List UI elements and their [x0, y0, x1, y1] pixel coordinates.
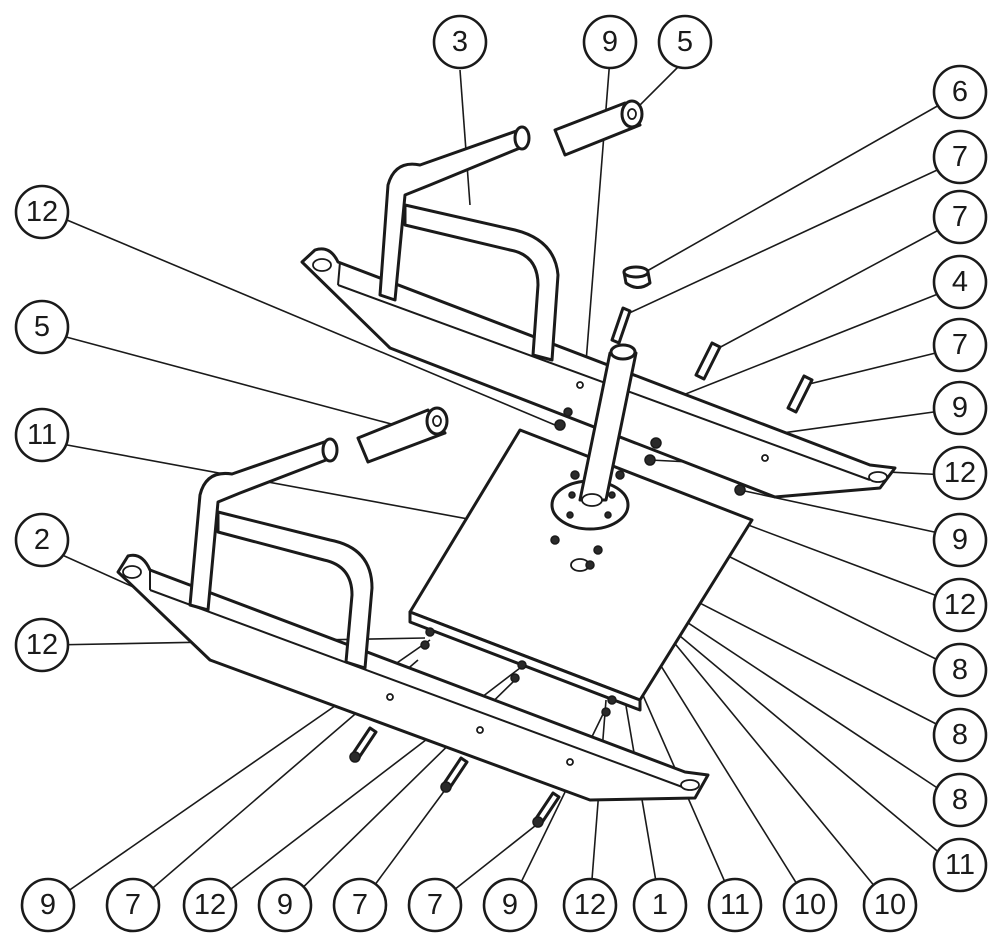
callout-label: 5	[677, 26, 693, 58]
callout-12: 12	[932, 445, 988, 501]
callout-label: 12	[26, 196, 58, 228]
grip-upper	[553, 99, 644, 157]
callout-label: 10	[874, 889, 906, 921]
callout-12: 12	[932, 577, 988, 633]
lower-bolts	[349, 726, 561, 828]
lower-handle	[188, 437, 374, 670]
callout-label: 9	[602, 26, 618, 58]
callout-label: 7	[352, 889, 368, 921]
callout-5: 5	[14, 299, 70, 355]
callout-label: 12	[944, 589, 976, 621]
callout-7: 7	[932, 129, 988, 185]
callout-9: 9	[257, 877, 313, 933]
callout-label: 11	[720, 889, 750, 921]
callout-9: 9	[582, 14, 638, 70]
callout-label: 11	[27, 419, 57, 451]
callout-label: 12	[574, 889, 606, 921]
callout-label: 1	[652, 889, 668, 921]
callout-label: 8	[952, 719, 968, 751]
callout-11: 11	[14, 407, 70, 463]
callout-10: 10	[862, 877, 918, 933]
callout-label: 11	[945, 849, 975, 881]
callout-11: 11	[932, 837, 988, 893]
callout-8: 8	[932, 772, 988, 828]
upper-handle	[378, 125, 560, 362]
callout-label: 12	[944, 457, 976, 489]
callout-label: 7	[952, 201, 968, 233]
callout-1: 1	[632, 877, 688, 933]
callout-7: 7	[332, 877, 388, 933]
callout-12: 12	[182, 877, 238, 933]
callout-label: 3	[452, 26, 468, 58]
grip-lower	[356, 406, 449, 464]
callout-label: 7	[952, 329, 968, 361]
cap-and-bolts-upper	[610, 265, 814, 414]
callout-7: 7	[932, 317, 988, 373]
callout-8: 8	[932, 707, 988, 763]
callout-label: 10	[794, 889, 826, 921]
callout-10: 10	[782, 877, 838, 933]
callout-label: 9	[952, 392, 968, 424]
callout-7: 7	[105, 877, 161, 933]
callout-label: 5	[34, 311, 50, 343]
callout-9: 9	[932, 512, 988, 568]
callout-7: 7	[407, 877, 463, 933]
callout-label: 9	[502, 889, 518, 921]
callout-label: 6	[952, 76, 968, 108]
callout-label: 12	[26, 629, 58, 661]
callout-12: 12	[14, 184, 70, 240]
callout-12: 12	[562, 877, 618, 933]
callout-9: 9	[482, 877, 538, 933]
callout-4: 4	[932, 254, 988, 310]
callout-11: 11	[707, 877, 763, 933]
callout-label: 4	[952, 266, 968, 298]
callout-label: 7	[125, 889, 141, 921]
callout-7: 7	[932, 189, 988, 245]
callout-label: 8	[952, 784, 968, 816]
callout-label: 9	[952, 524, 968, 556]
callout-2: 2	[14, 512, 70, 568]
callout-label: 7	[952, 141, 968, 173]
callout-6: 6	[932, 64, 988, 120]
callout-5: 5	[657, 14, 713, 70]
callout-label: 9	[40, 889, 56, 921]
callout-label: 2	[34, 524, 50, 556]
fasteners	[420, 407, 746, 717]
callout-label: 8	[952, 654, 968, 686]
callout-8: 8	[932, 642, 988, 698]
callout-label: 7	[427, 889, 443, 921]
callout-label: 9	[277, 889, 293, 921]
callout-9: 9	[20, 877, 76, 933]
callouts: 3 9 5 6 7 12 7 5 4 7 11 9 12 2 9 12 12 8…	[14, 14, 988, 933]
callout-9: 9	[932, 380, 988, 436]
post-with-flange	[550, 343, 638, 531]
callout-label: 12	[194, 889, 226, 921]
lower-rail	[116, 553, 710, 802]
callout-12: 12	[14, 617, 70, 673]
callout-3: 3	[432, 14, 488, 70]
